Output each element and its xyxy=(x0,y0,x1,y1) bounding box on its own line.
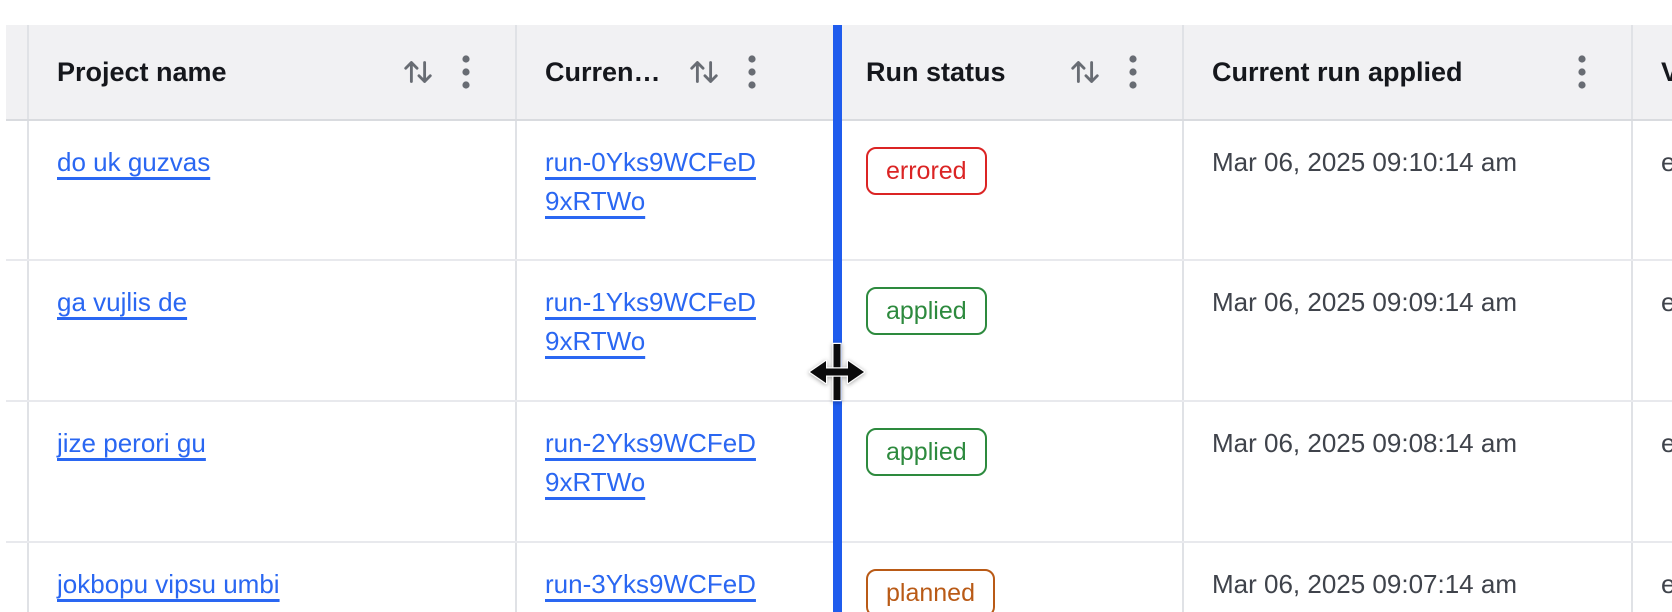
column-header-project-name: Project name xyxy=(29,25,517,119)
row-gutter-cell xyxy=(6,402,29,541)
kebab-icon xyxy=(462,55,470,89)
run-applied-cell: Mar 06, 2025 09:09:14 am xyxy=(1184,261,1633,400)
overflow-cell-text: e xyxy=(1661,147,1672,177)
column-label: Current run applied xyxy=(1212,56,1463,87)
current-run-cell: run-3Yks9WCFeD9xRTWo xyxy=(517,543,838,612)
column-header-run-status: Run status xyxy=(838,25,1184,119)
status-badge: applied xyxy=(866,428,987,476)
sort-icon xyxy=(689,61,718,83)
status-badge: applied xyxy=(866,287,987,335)
sort-icon xyxy=(1071,61,1099,83)
column-menu-button[interactable] xyxy=(461,54,471,90)
column-label: V xyxy=(1661,56,1672,87)
overflow-cell-text: e xyxy=(1661,428,1672,458)
status-badge: errored xyxy=(866,147,987,195)
project-link[interactable]: ga vujlis de xyxy=(57,287,188,317)
column-resize-indicator[interactable] xyxy=(833,25,842,612)
kebab-icon xyxy=(1129,55,1137,89)
run-status-cell: planned xyxy=(838,543,1184,612)
project-link[interactable]: jize perori gu xyxy=(57,428,206,458)
column-menu-button[interactable] xyxy=(1128,54,1138,90)
clipped-cell: e xyxy=(1633,402,1672,541)
project-cell: jize perori gu xyxy=(29,402,517,541)
column-header-clipped: V xyxy=(1633,25,1672,119)
run-applied-timestamp: Mar 06, 2025 09:09:14 am xyxy=(1212,287,1517,317)
run-status-cell: applied xyxy=(838,402,1184,541)
project-link[interactable]: jokbopu vipsu umbi xyxy=(57,569,280,599)
run-applied-timestamp: Mar 06, 2025 09:10:14 am xyxy=(1212,147,1517,177)
column-menu-button[interactable] xyxy=(747,54,757,90)
run-applied-cell: Mar 06, 2025 09:10:14 am xyxy=(1184,121,1633,259)
run-status-cell: errored xyxy=(838,121,1184,259)
project-cell: do uk guzvas xyxy=(29,121,517,259)
gutter-header-cell xyxy=(6,25,29,119)
overflow-cell-text: e xyxy=(1661,287,1672,317)
overflow-cell-text: e xyxy=(1661,569,1672,599)
table-row: jokbopu vipsu umbi run-3Yks9WCFeD9xRTWo … xyxy=(6,543,1672,612)
project-link[interactable]: do uk guzvas xyxy=(57,147,211,177)
run-link[interactable]: run-3Yks9WCFeD9xRTWo xyxy=(545,569,756,612)
run-applied-timestamp: Mar 06, 2025 09:07:14 am xyxy=(1212,569,1517,599)
run-applied-cell: Mar 06, 2025 09:08:14 am xyxy=(1184,402,1633,541)
clipped-cell: e xyxy=(1633,261,1672,400)
kebab-icon xyxy=(1578,55,1586,89)
sort-button[interactable] xyxy=(687,55,721,89)
clipped-cell: e xyxy=(1633,121,1672,259)
run-applied-cell: Mar 06, 2025 09:07:14 am xyxy=(1184,543,1633,612)
sort-icon xyxy=(404,61,432,83)
row-gutter-cell xyxy=(6,261,29,400)
project-cell: ga vujlis de xyxy=(29,261,517,400)
row-gutter-cell xyxy=(6,121,29,259)
column-label: Run status xyxy=(866,56,1006,87)
status-badge: planned xyxy=(866,569,995,612)
sort-button[interactable] xyxy=(401,55,435,89)
run-status-cell: applied xyxy=(838,261,1184,400)
column-header-current-run: Curren… xyxy=(517,25,838,119)
column-menu-button[interactable] xyxy=(1577,54,1587,90)
clipped-cell: e xyxy=(1633,543,1672,612)
column-header-current-run-applied: Current run applied xyxy=(1184,25,1633,119)
row-gutter-cell xyxy=(6,543,29,612)
run-applied-timestamp: Mar 06, 2025 09:08:14 am xyxy=(1212,428,1517,458)
kebab-icon xyxy=(747,55,756,89)
project-cell: jokbopu vipsu umbi xyxy=(29,543,517,612)
sort-button[interactable] xyxy=(1068,55,1102,89)
column-label: Project name xyxy=(57,56,227,87)
column-label: Curren… xyxy=(545,56,661,87)
